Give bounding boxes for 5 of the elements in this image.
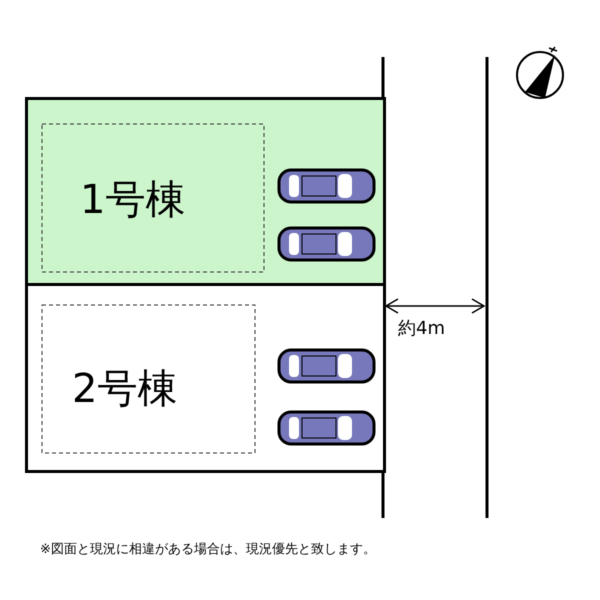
building-label: 1号棟 [80, 176, 186, 225]
disclaimer-note: ※図面と現況に相違がある場合は、現況優先と致します。 [40, 541, 376, 558]
building-label: 2号棟 [72, 365, 178, 414]
lot-area [25, 283, 386, 473]
dimension-label: 約4m [398, 317, 445, 340]
